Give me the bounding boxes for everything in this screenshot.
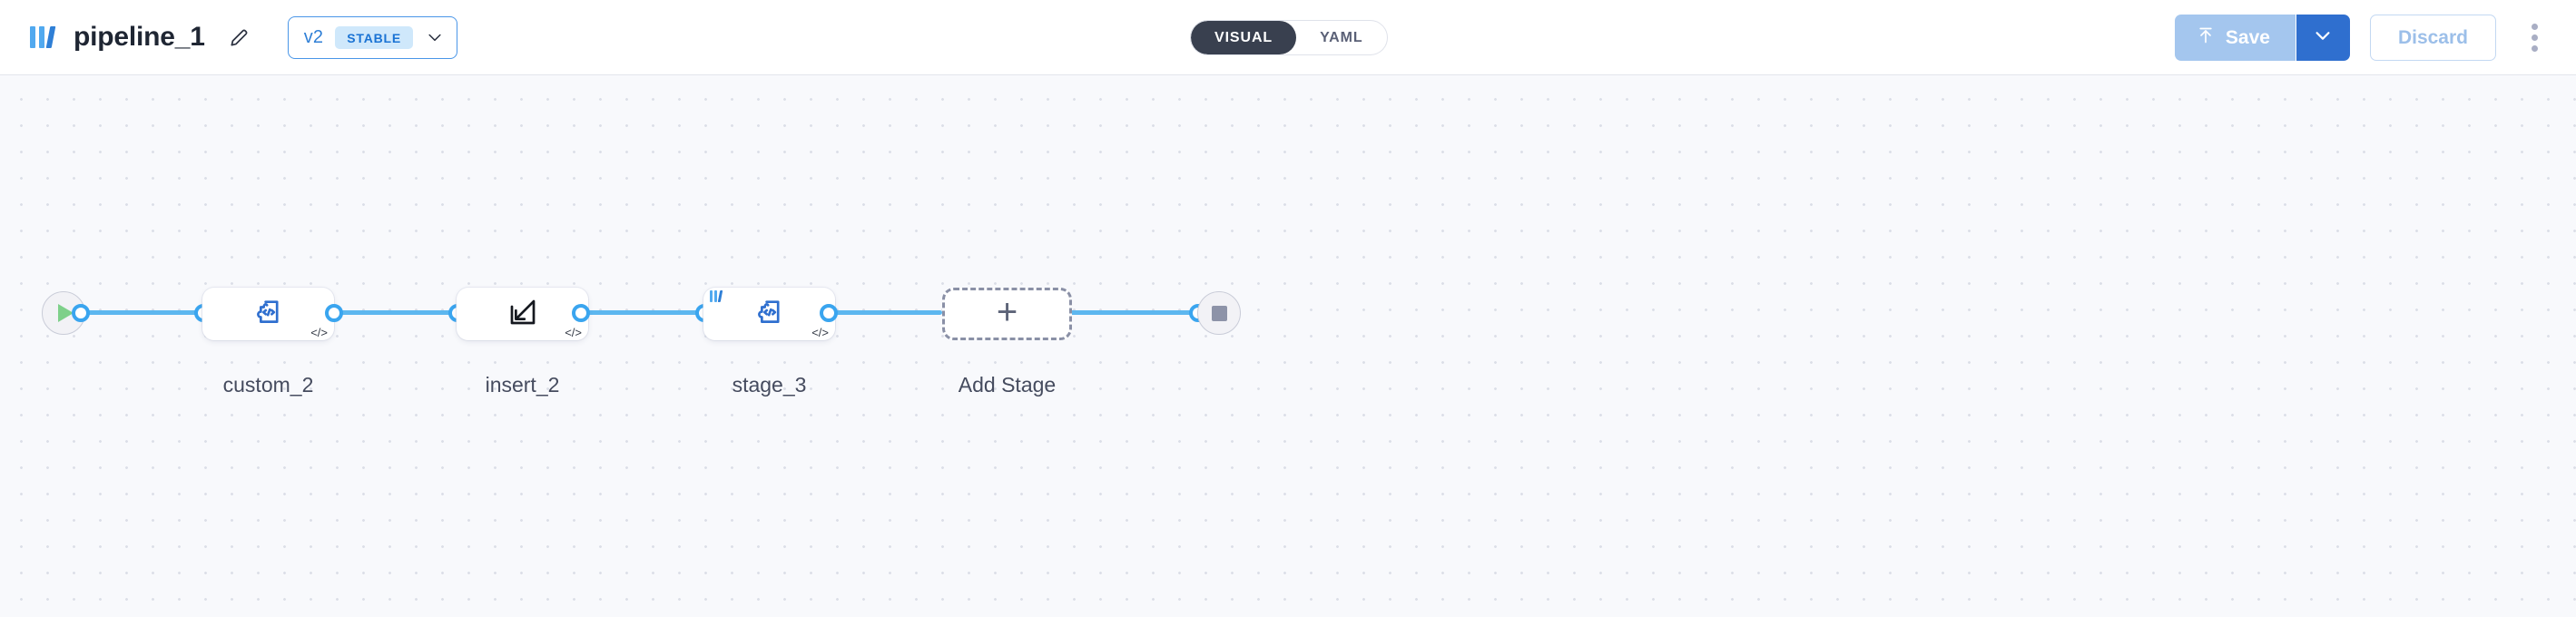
stop-square-icon — [1211, 305, 1227, 321]
header-left-cluster: pipeline_1 v2 STABLE — [0, 15, 458, 59]
stage-label-stage_3: stage_3 — [732, 373, 807, 397]
page-title: pipeline_1 — [74, 22, 205, 52]
save-button-group: Save — [2174, 15, 2350, 61]
play-icon — [58, 304, 74, 322]
wire-addstage-to-end — [1067, 310, 1198, 315]
pipeline-canvas[interactable]: </> custom_2 </> insert_2 </ — [0, 75, 2576, 617]
wire-stage3-to-addstage — [820, 310, 942, 315]
version-selector[interactable]: v2 STABLE — [287, 15, 458, 59]
save-button[interactable]: Save — [2174, 15, 2296, 61]
save-button-label: Save — [2225, 26, 2270, 48]
pipeline-end-node[interactable] — [1197, 291, 1241, 335]
wire-custom2-to-insert2 — [325, 310, 457, 315]
plus-icon: + — [996, 292, 1018, 332]
add-stage-button[interactable]: + — [942, 288, 1072, 340]
upload-arrow-icon — [2197, 25, 2215, 51]
wire-insert2-to-stage3 — [572, 310, 703, 315]
code-badge: </> — [310, 326, 328, 339]
save-options-button[interactable] — [2296, 15, 2350, 61]
port-custom2-output[interactable] — [325, 304, 343, 322]
tab-visual[interactable]: VISUAL — [1191, 21, 1297, 54]
custom-code-puzzle-icon — [253, 297, 284, 332]
add-stage-label: Add Stage — [958, 373, 1057, 397]
stage-node-insert_2[interactable]: </> — [457, 288, 588, 340]
code-badge: </> — [565, 326, 582, 339]
stage-label-custom_2: custom_2 — [222, 373, 314, 397]
app-header: pipeline_1 v2 STABLE VISUAL YAML — [0, 0, 2576, 75]
chevron-down-icon — [2313, 25, 2333, 50]
custom-code-puzzle-icon — [754, 297, 785, 332]
pencil-icon[interactable] — [220, 17, 260, 57]
header-actions: Save Discard — [2174, 0, 2556, 75]
library-bars-logo-icon — [710, 290, 724, 302]
discard-button[interactable]: Discard — [2369, 15, 2496, 61]
kebab-menu-icon[interactable] — [2512, 16, 2556, 60]
port-stage3-output[interactable] — [820, 304, 838, 322]
stage-node-custom_2[interactable]: </> — [202, 288, 334, 340]
code-badge: </> — [811, 326, 829, 339]
chevron-down-icon — [425, 27, 445, 47]
status-badge: STABLE — [335, 25, 414, 49]
port-start-output[interactable] — [72, 304, 90, 322]
tab-yaml[interactable]: YAML — [1320, 29, 1363, 45]
stage-node-stage_3[interactable]: </> — [703, 288, 835, 340]
library-bars-logo-icon — [28, 24, 61, 51]
view-mode-toggle[interactable]: VISUAL YAML — [1190, 20, 1388, 55]
stage-label-insert_2: insert_2 — [485, 373, 560, 397]
insert-arrow-box-icon — [506, 296, 539, 333]
wire-start-to-custom2 — [73, 310, 213, 315]
port-insert2-output[interactable] — [572, 304, 590, 322]
version-label: v2 — [303, 26, 324, 47]
